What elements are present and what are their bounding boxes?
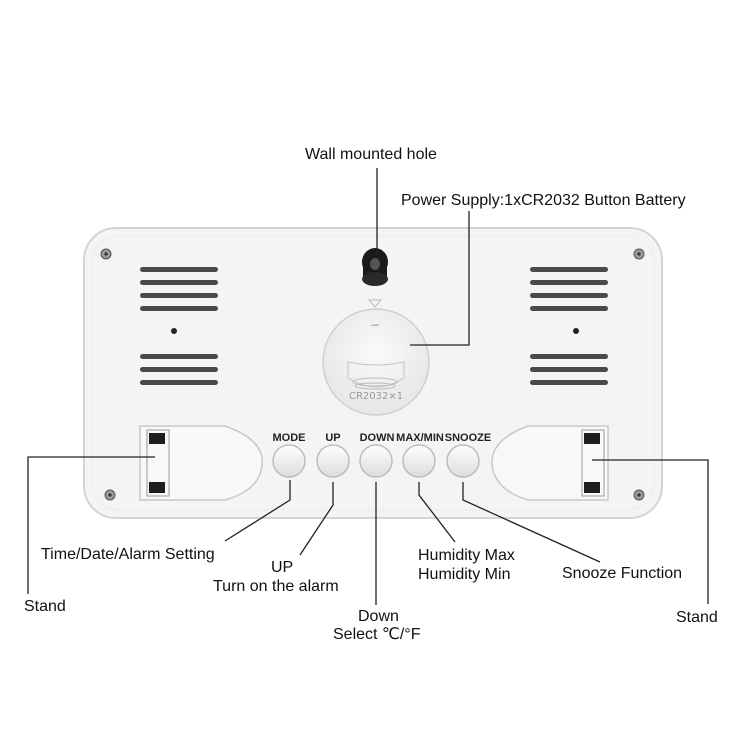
- mode-button[interactable]: [272, 444, 306, 478]
- down-callout-title: Down: [358, 608, 399, 625]
- stand-right-callout: Stand: [676, 609, 718, 626]
- leader-max-min: [418, 482, 456, 543]
- left-stand: [139, 425, 263, 501]
- humidity-max-callout: Humidity Max: [418, 547, 515, 564]
- wall-mount-hole: [362, 248, 388, 286]
- battery-model-label: CR2032×1: [349, 391, 404, 402]
- screw-icon: [104, 489, 116, 501]
- leader-up: [299, 482, 334, 556]
- left-vent-upper: [140, 267, 218, 311]
- snooze-callout: Snooze Function: [562, 565, 683, 582]
- up-button-label: UP: [325, 432, 341, 444]
- screw-icon: [100, 248, 112, 260]
- down-button[interactable]: [359, 444, 393, 478]
- mode-button-label: MODE: [272, 432, 306, 444]
- leader-stand-right: [592, 459, 709, 604]
- max-min-button-label: MAX/MIN: [396, 432, 444, 444]
- battery-minus: −: [370, 318, 381, 332]
- stand-left-callout: Stand: [24, 598, 66, 615]
- right-vent-upper: [530, 267, 608, 311]
- left-vent-lower: [140, 354, 218, 385]
- right-stand: [491, 425, 609, 501]
- max-min-button[interactable]: [402, 444, 436, 478]
- up-callout-title: UP: [271, 559, 294, 576]
- left-pinhole: [171, 328, 177, 334]
- leader-snooze: [462, 482, 601, 563]
- coin-slot: [352, 377, 398, 390]
- leader-power-supply: [410, 211, 470, 346]
- up-callout: Turn on the alarm: [213, 578, 339, 595]
- down-callout: Select ℃/°F: [333, 626, 421, 643]
- battery-cover-slot: [347, 361, 405, 388]
- screw-icon: [633, 489, 645, 501]
- snooze-button[interactable]: [446, 444, 480, 478]
- leader-lines: [27, 168, 709, 605]
- down-button-label: DOWN: [359, 432, 395, 444]
- battery-cover: [322, 308, 430, 416]
- power-supply-callout: Power Supply:1xCR2032 Button Battery: [401, 192, 686, 209]
- screw-icon: [633, 248, 645, 260]
- wall-hole-callout: Wall mounted hole: [305, 146, 437, 163]
- arrow-down-icon: [367, 299, 383, 308]
- mode-callout: Time/Date/Alarm Setting: [41, 546, 215, 563]
- leader-stand-left: [27, 456, 155, 594]
- humidity-min-callout: Humidity Min: [418, 566, 511, 583]
- right-vent-lower: [530, 354, 608, 385]
- snooze-button-label: SNOOZE: [444, 432, 492, 444]
- up-button[interactable]: [316, 444, 350, 478]
- leader-mode: [224, 480, 291, 542]
- right-pinhole: [573, 328, 579, 334]
